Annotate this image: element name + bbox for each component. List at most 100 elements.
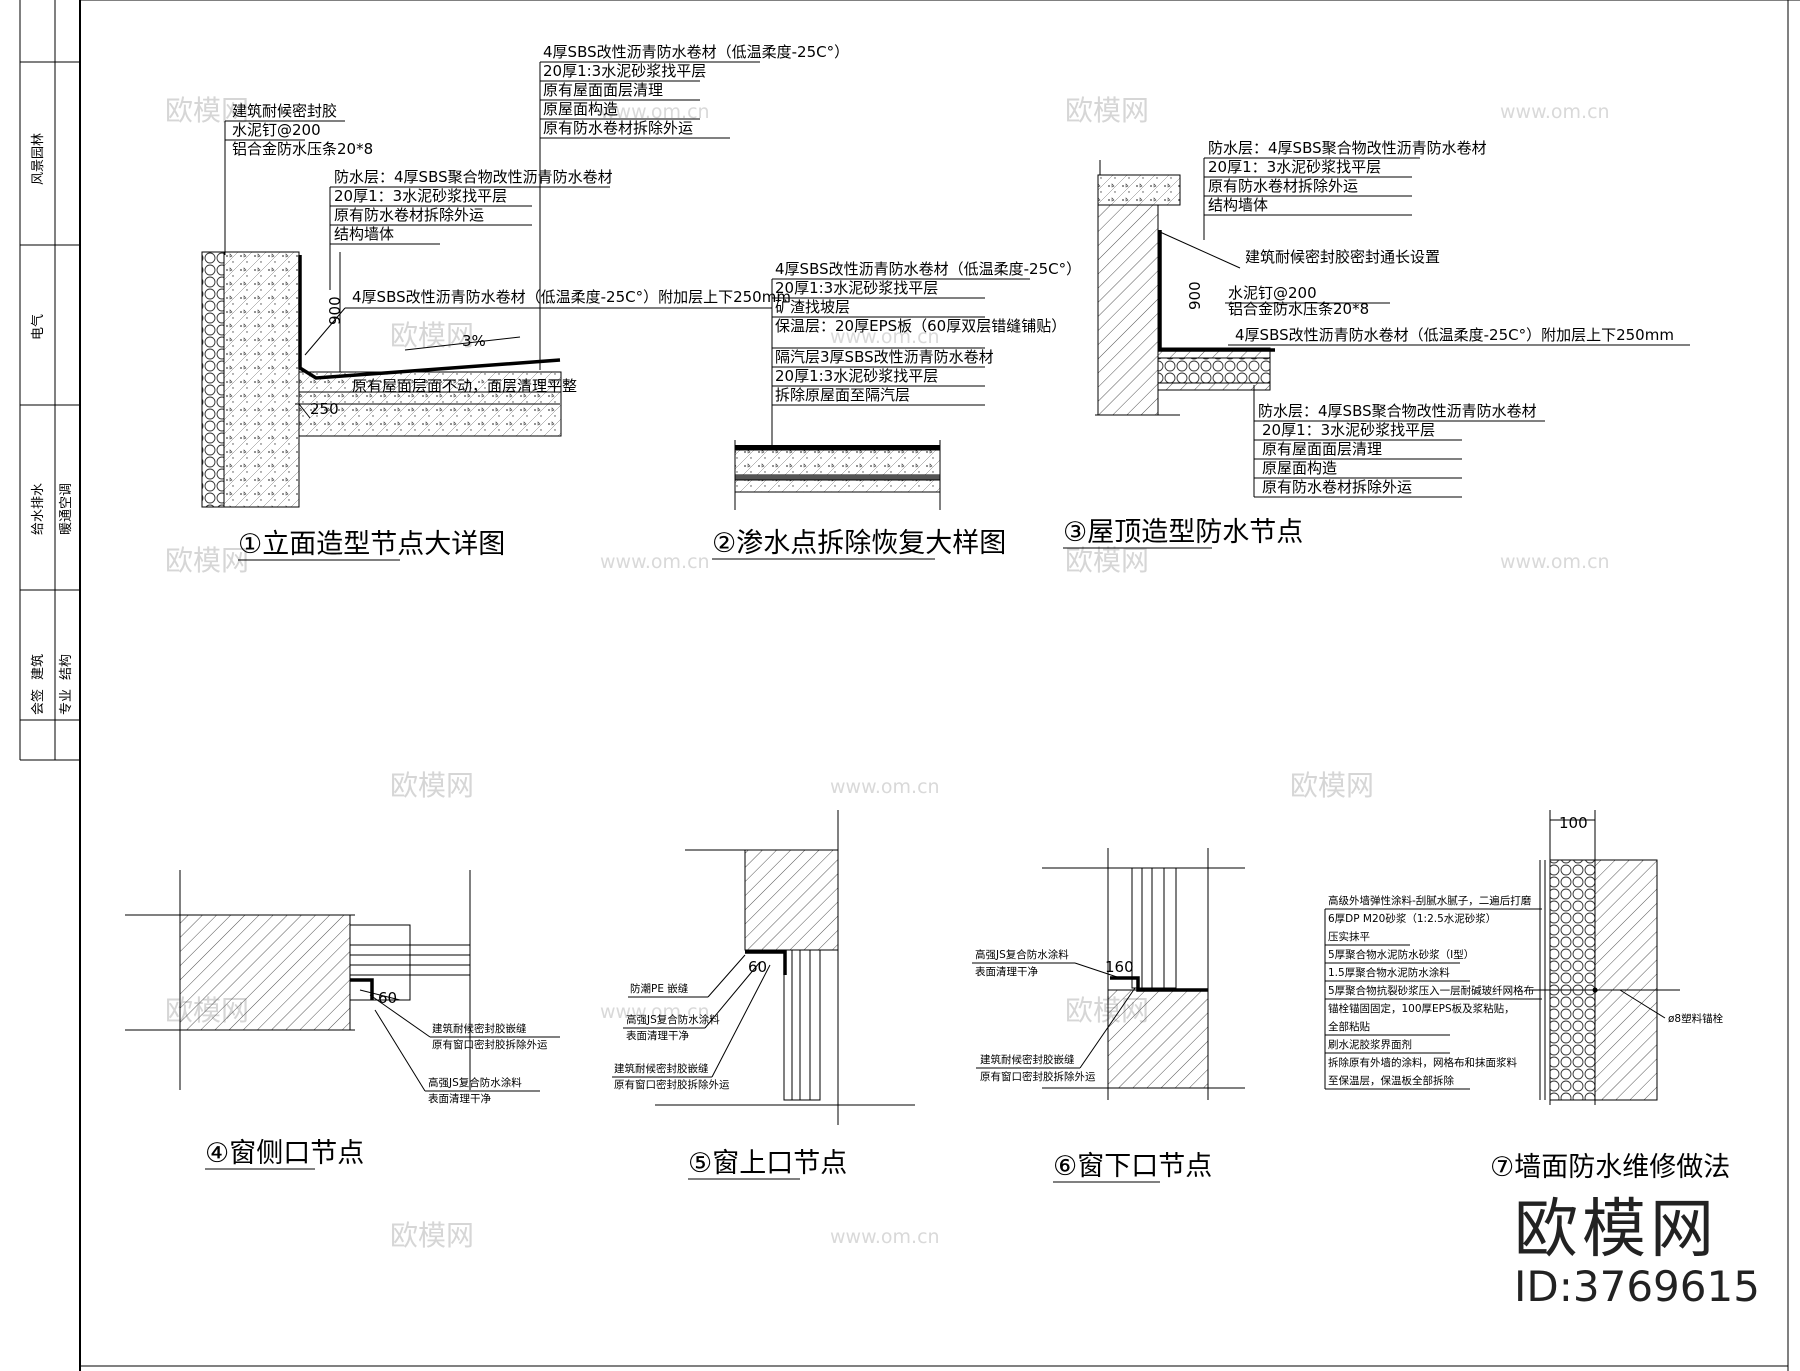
d1-dim-250: 250 [310,400,339,418]
d5-dim-60: 60 [748,958,767,976]
side-label-landscape: 风景园林 [31,133,46,185]
d3-top-note: 结构墙体 [1208,196,1268,214]
d3-title: ③屋顶造型防水节点 [1063,517,1303,548]
watermark-brand: 欧模网 [165,544,249,577]
d3-sealant-note: 建筑耐候密封胶密封通长设置 [1245,248,1440,266]
d1-dim-900: 900 [326,296,344,325]
side-label-plumbing: 给水排水 [31,483,46,535]
d5-note: 建筑耐候密封胶嵌缝 [614,1062,709,1075]
watermark-id: ID:3769615 [1514,1262,1760,1311]
d1-slope: 3% [462,332,486,350]
d5-title: ⑤窗上口节点 [688,1148,847,1179]
d3-bottom-note: 原有防水卷材拆除外运 [1262,478,1412,496]
side-label-architecture: 建筑 [30,654,46,680]
d1-roof-note: 原有屋面层面不动，面层清理平整 [352,377,577,395]
d6-dim-160: 160 [1105,958,1134,976]
d7-note: 6厚DP M20砂浆（1:2.5水泥砂浆） [1328,912,1496,925]
d2-note: 拆除原屋面至隔汽层 [775,386,910,404]
d1-title: ①立面造型节点大详图 [238,529,505,560]
detail-5-window-head: 60 防潮PE 嵌缝 高强JS复合防水涂料 高强JS复合防水涂料 表面清理干净 … [612,810,915,1180]
d7-note: 1.5厚聚合物水泥防水涂料 [1328,966,1450,979]
d1-mid-note: 结构墙体 [334,225,394,243]
detail-6-window-sill: 160 高强JS复合防水涂料 表面清理干净 建筑耐候密封胶嵌缝 原有窗口密封胶拆… [972,848,1245,1183]
d6-note: 建筑耐候密封胶嵌缝 [980,1053,1075,1066]
d1-top-note-stack: 4厚SBS改性沥青防水卷材（低温柔度-25C°） 20厚1:3水泥砂浆找平层 原… [539,43,849,370]
d7-note: 拆除原有外墙的涂料，网格布和抹面浆料 [1328,1056,1517,1069]
d4-dim-60: 60 [378,989,397,1007]
detail-2-leak-repair: 4厚SBS改性沥青防水卷材（低温柔度-25C°） 20厚1:3水泥砂浆找平层 矿… [712,260,1081,560]
d1-left-note: 建筑耐候密封胶 [232,102,337,120]
d5-note: 表面清理干净 [626,1029,689,1042]
side-label-electrical: 电气 [30,314,46,340]
d3-strip-note: 铝合金防水压条20*8 [1228,300,1369,318]
d4-note: 建筑耐候密封胶嵌缝 [432,1022,527,1035]
watermark-url: www.om.cn [830,776,940,798]
d7-title: ⑦墙面防水维修做法 [1490,1152,1730,1183]
watermark-url: www.om.cn [1500,101,1610,123]
d3-top-note: 原有防水卷材拆除外运 [1208,177,1358,195]
d1-mid-note-stack: 防水层：4厚SBS聚合物改性沥青防水卷材 20厚1：3水泥砂浆找平层 原有防水卷… [329,168,613,290]
d7-note: 锚栓锚固固定，100厚EPS板及浆粘贴， [1328,1002,1515,1015]
d2-note: 保温层：20厚EPS板（60厚双层错缝铺贴） [775,317,1066,335]
watermark-url: www.om.cn [830,1226,940,1248]
detail-7-wall-waterproof: 100 ø8塑料锚栓 高级外墙弹性涂料-刮腻水腻子，二遍后打磨 6厚DP M20… [1324,810,1730,1183]
d3-bottom-note-stack: 防水层：4厚SBS聚合物改性沥青防水卷材 20厚1：3水泥砂浆找平层 原有屋面面… [1253,385,1545,498]
d1-top-note: 4厚SBS改性沥青防水卷材（低温柔度-25C°） [543,43,849,61]
d2-note: 隔汽层3厚SBS改性沥青防水卷材 [775,348,994,366]
d7-note: 高级外墙弹性涂料-刮腻水腻子，二遍后打磨 [1328,894,1532,907]
d7-note: 5厚聚合物水泥防水砂浆（I型） [1328,948,1474,961]
d7-note: 至保温层，保温板全部拆除 [1328,1074,1454,1087]
watermark-url: www.om.cn [600,101,710,123]
d4-note: 表面清理干净 [428,1092,491,1105]
d4-note: 高强JS复合防水涂料 [428,1076,522,1089]
d1-left-note: 水泥钉@200 [232,121,321,139]
d3-bottom-note: 防水层：4厚SBS聚合物改性沥青防水卷材 [1258,402,1537,420]
drawing-frame [54,0,1800,1371]
d1-left-note-stack: 建筑耐候密封胶 水泥钉@200 铝合金防水压条20*8 [224,102,373,255]
watermark-brand: 欧模网 [1065,544,1149,577]
detail-3-roof-parapet: 900 防水层：4厚SBS聚合物改性沥青防水卷材 20厚1：3水泥砂浆找平层 原… [1063,139,1690,549]
side-label-hvac: 暖通空调 [59,483,74,535]
watermark-url: www.om.cn [1500,551,1610,573]
d6-note: 高强JS复合防水涂料 [975,948,1069,961]
d3-top-note: 防水层：4厚SBS聚合物改性沥青防水卷材 [1208,139,1487,157]
d3-bottom-note: 20厚1：3水泥砂浆找平层 [1262,421,1435,439]
d2-note: 4厚SBS改性沥青防水卷材（低温柔度-25C°） [775,260,1081,278]
d7-dim-100: 100 [1559,814,1588,832]
detail-4-window-jamb: 60 建筑耐候密封胶嵌缝 原有窗口密封胶拆除外运 高强JS复合防水涂料 表面清理… [125,870,560,1170]
d5-note: 高强JS复合防水涂料 [626,1013,720,1026]
d6-note: 原有窗口密封胶拆除外运 [980,1070,1096,1083]
d6-title: ⑥窗下口节点 [1053,1151,1212,1182]
d4-note: 原有窗口密封胶拆除外运 [432,1038,548,1051]
d1-left-note: 铝合金防水压条20*8 [232,140,373,158]
d1-top-note: 原屋面构造 [543,100,618,118]
side-label-discipline: 专业 [59,689,74,715]
d3-bottom-note: 原有屋面面层清理 [1262,440,1382,458]
side-title-block: 风景园林 电气 给水排水 暖通空调 会签 专业 建筑 结构 [19,0,80,761]
watermark-logo: 欧模网 [1514,1193,1718,1267]
watermark-brand: 欧模网 [1290,769,1374,802]
d1-membrane-note: 4厚SBS改性沥青防水卷材（低温柔度-25C°）附加层上下250mm [352,288,791,306]
d1-mid-note: 原有防水卷材拆除外运 [334,206,484,224]
d7-note: 刷水泥胶浆界面剂 [1328,1038,1412,1051]
d2-title: ②渗水点拆除恢复大样图 [712,528,1006,559]
d3-top-note-stack: 防水层：4厚SBS聚合物改性沥青防水卷材 20厚1：3水泥砂浆找平层 原有防水卷… [1203,139,1487,240]
d4-title: ④窗侧口节点 [205,1138,364,1169]
d1-top-note: 原有屋面面层清理 [543,81,663,99]
d5-note: 防潮PE 嵌缝 [630,982,689,995]
d2-note: 20厚1:3水泥砂浆找平层 [775,367,938,385]
side-label-structure: 结构 [59,654,74,680]
watermark-url: www.om.cn [600,551,710,573]
d2-note-stack: 4厚SBS改性沥青防水卷材（低温柔度-25C°） 20厚1:3水泥砂浆找平层 矿… [771,260,1081,445]
d2-note: 20厚1:3水泥砂浆找平层 [775,279,938,297]
d1-mid-note: 防水层：4厚SBS聚合物改性沥青防水卷材 [334,168,613,186]
d3-membrane-note: 4厚SBS改性沥青防水卷材（低温柔度-25C°）附加层上下250mm [1235,326,1674,344]
d3-dim-900: 900 [1186,281,1204,310]
watermark-brand: 欧模网 [1065,94,1149,127]
d7-anchor-note: ø8塑料锚栓 [1668,1012,1724,1025]
watermark-url: www.om.cn [830,326,940,348]
watermark-url: www.om.cn [600,1001,710,1023]
d1-mid-note: 20厚1：3水泥砂浆找平层 [334,187,507,205]
d5-note: 原有窗口密封胶拆除外运 [614,1078,730,1091]
